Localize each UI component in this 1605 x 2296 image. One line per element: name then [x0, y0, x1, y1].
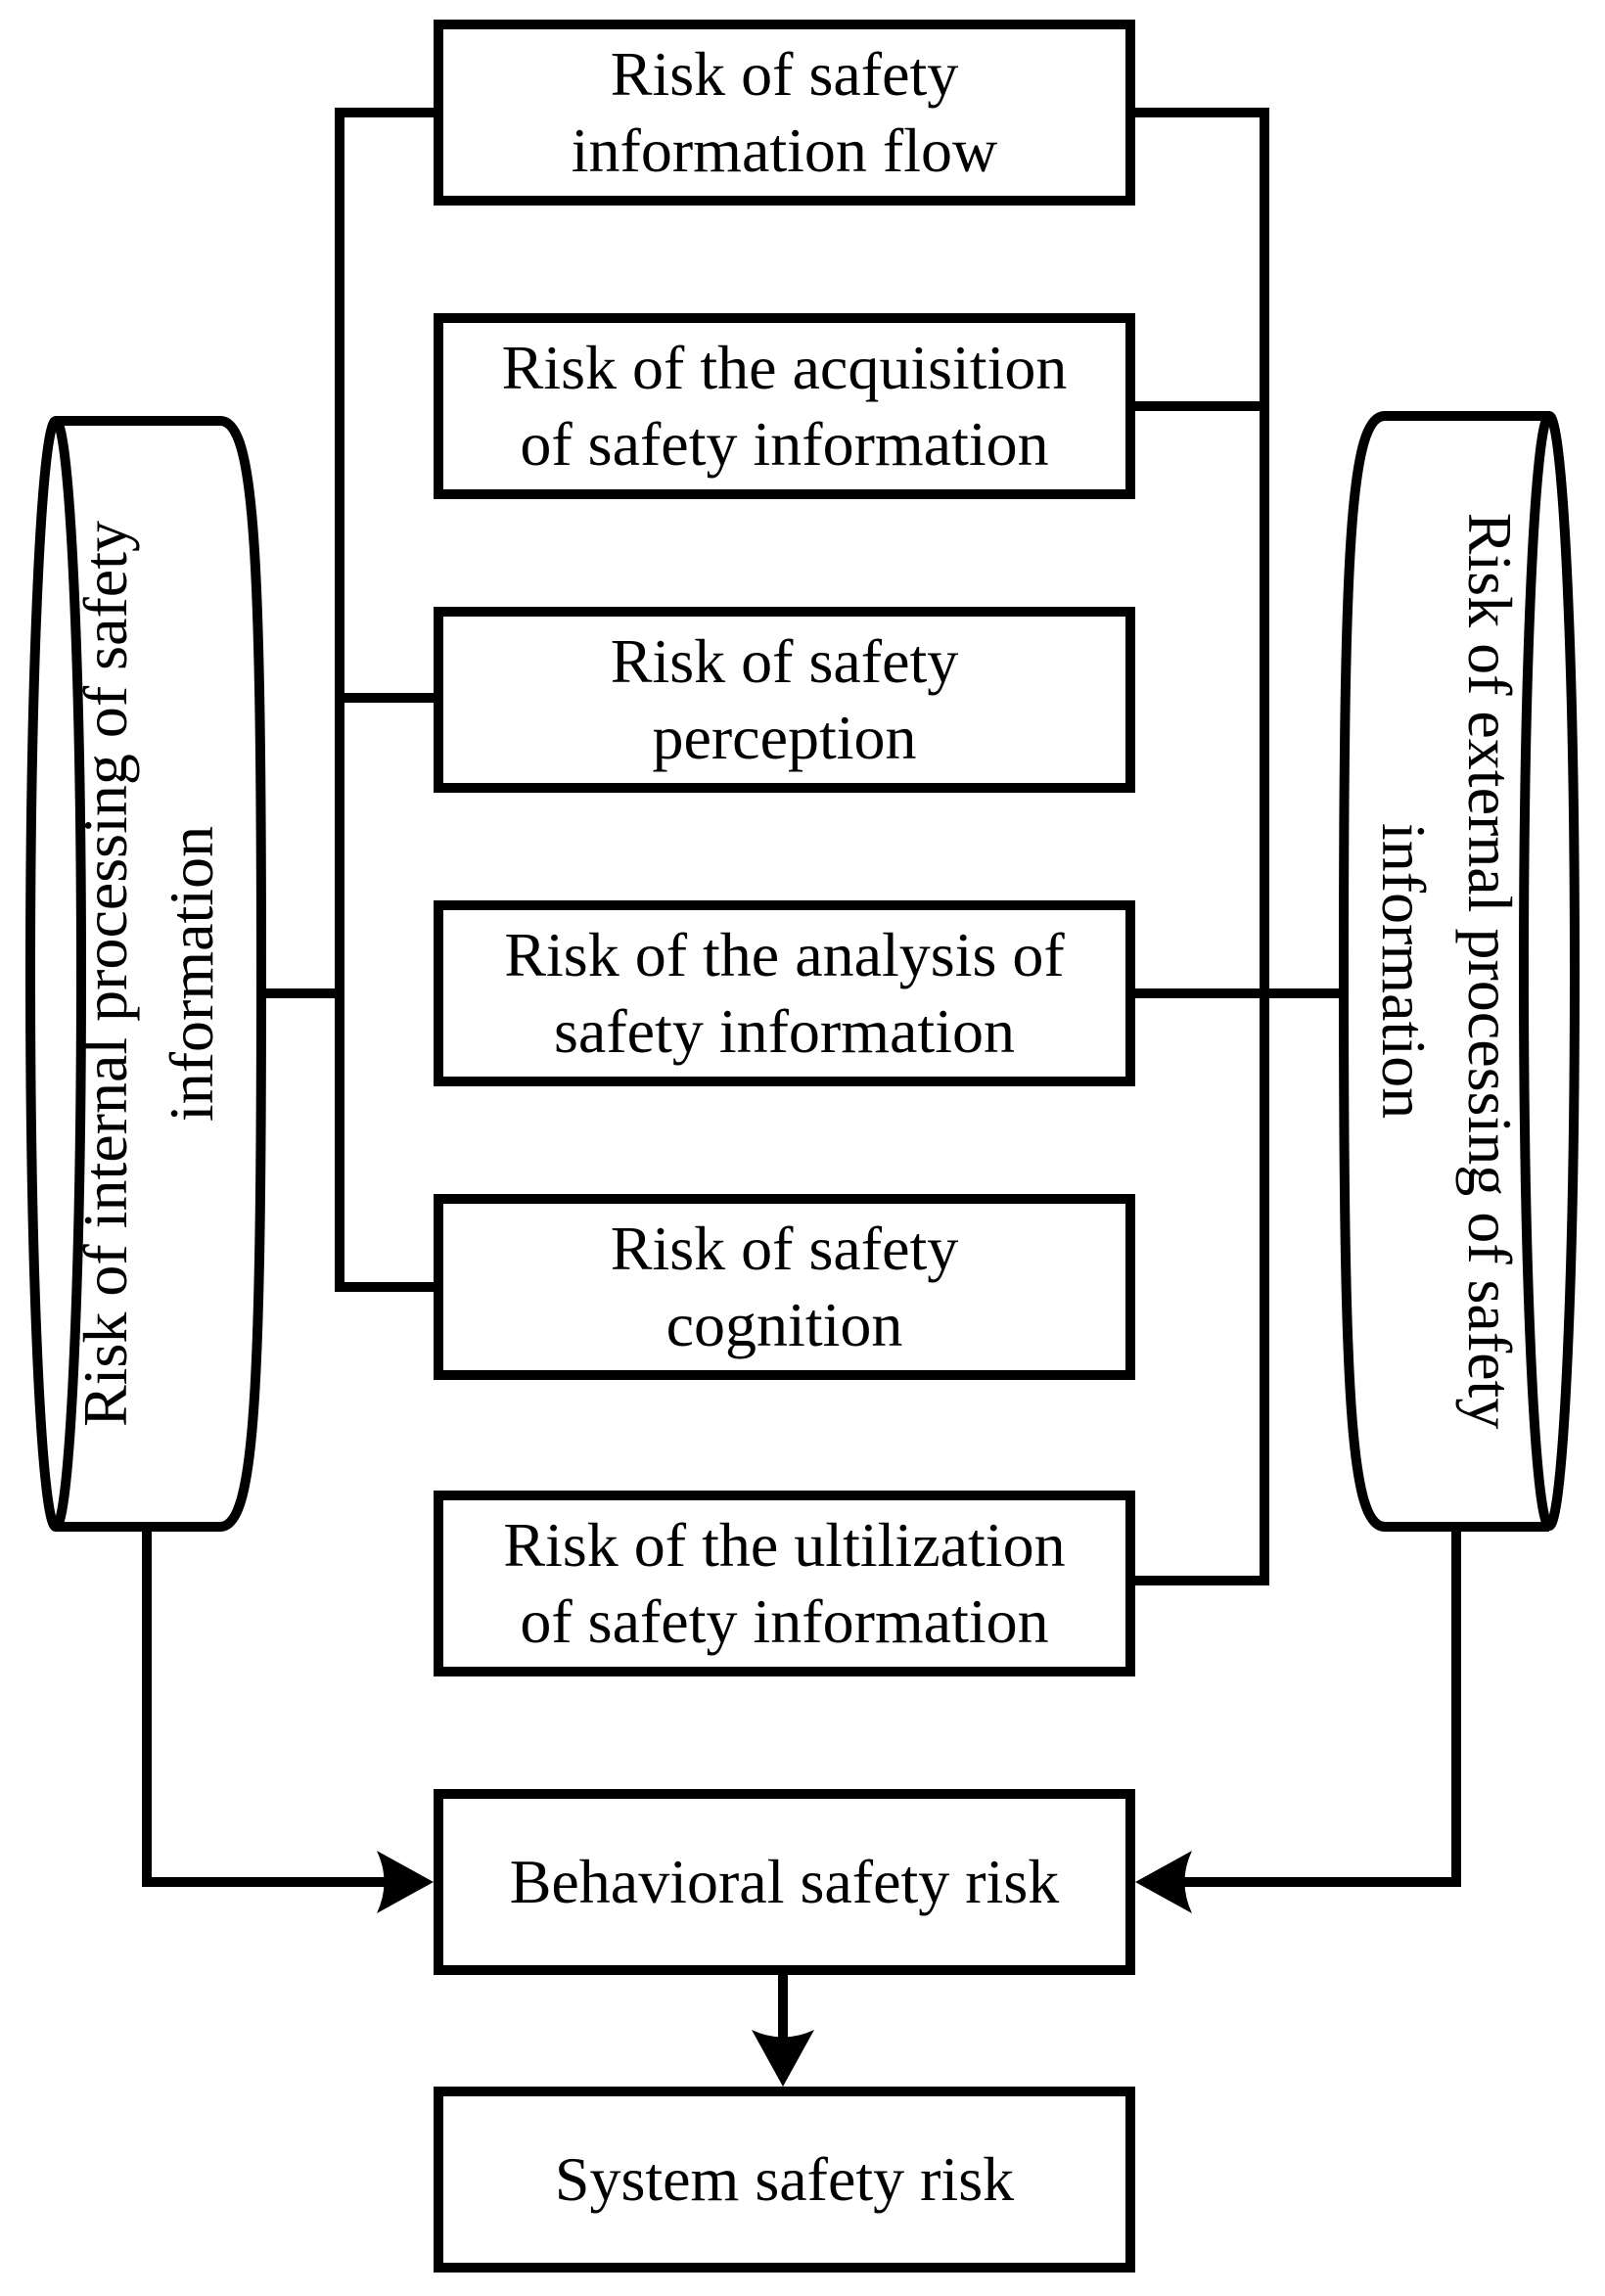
- risk-box-line: of safety information: [520, 1586, 1049, 1656]
- risk-box-line: Risk of the analysis of: [504, 920, 1065, 989]
- behavioral-safety-risk-box: Behavioral safety risk: [434, 1789, 1135, 1975]
- external-cylinder-label-line2: information: [1369, 822, 1439, 1120]
- risk-box-line: Risk of the acquisition: [501, 333, 1068, 402]
- risk-box-line: Risk of the ultilization: [503, 1510, 1066, 1580]
- risk-box-line: information flow: [571, 115, 998, 185]
- risk-box-line: perception: [652, 703, 917, 772]
- external-cylinder-label-line1: Risk of external processing of safety: [1455, 512, 1525, 1430]
- risk-box-acquisition: Risk of the acquisition of safety inform…: [434, 313, 1135, 499]
- risk-box-line: Risk of safety: [610, 39, 959, 109]
- internal-cylinder-face: [25, 416, 86, 1532]
- risk-box-cognition: Risk of safety cognition: [434, 1194, 1135, 1380]
- internal-cylinder-label-line1: Risk of internal processing of safety: [70, 521, 140, 1427]
- external-cylinder-body: [1338, 411, 1549, 1532]
- internal-to-behavioral-line: [142, 1524, 387, 1887]
- risk-box-analysis: Risk of the analysis of safety informati…: [434, 900, 1135, 1086]
- risk-box-line: of safety information: [520, 409, 1049, 479]
- external-to-behavioral-line: [1182, 1524, 1461, 1887]
- risk-box-line: Risk of safety: [610, 1214, 959, 1283]
- system-safety-risk-label: System safety risk: [554, 2144, 1015, 2214]
- risk-box-perception: Risk of safety perception: [434, 607, 1135, 793]
- risk-box-utilization: Risk of the ultilization of safety infor…: [434, 1491, 1135, 1676]
- risk-box-line: cognition: [665, 1290, 903, 1359]
- risk-box-line: Risk of safety: [610, 626, 959, 696]
- internal-processing-cylinder-label: Risk of internal processing of safety in…: [51, 382, 247, 1566]
- risk-box-line: safety information: [554, 996, 1015, 1066]
- system-safety-risk-box: System safety risk: [434, 2087, 1135, 2273]
- external-cylinder-face: [1519, 411, 1580, 1531]
- arrowhead-left-icon: [1135, 1851, 1192, 1913]
- internal-cylinder-body: [56, 416, 267, 1532]
- arrowhead-right-icon: [377, 1851, 434, 1913]
- arrowhead-down-icon: [752, 2030, 814, 2087]
- risk-box-information-flow: Risk of safety information flow: [434, 20, 1135, 206]
- behavioral-safety-risk-label: Behavioral safety risk: [509, 1847, 1060, 1916]
- external-processing-cylinder-label: Risk of external processing of safety in…: [1349, 379, 1544, 1563]
- internal-cylinder-label-line2: information: [157, 825, 226, 1123]
